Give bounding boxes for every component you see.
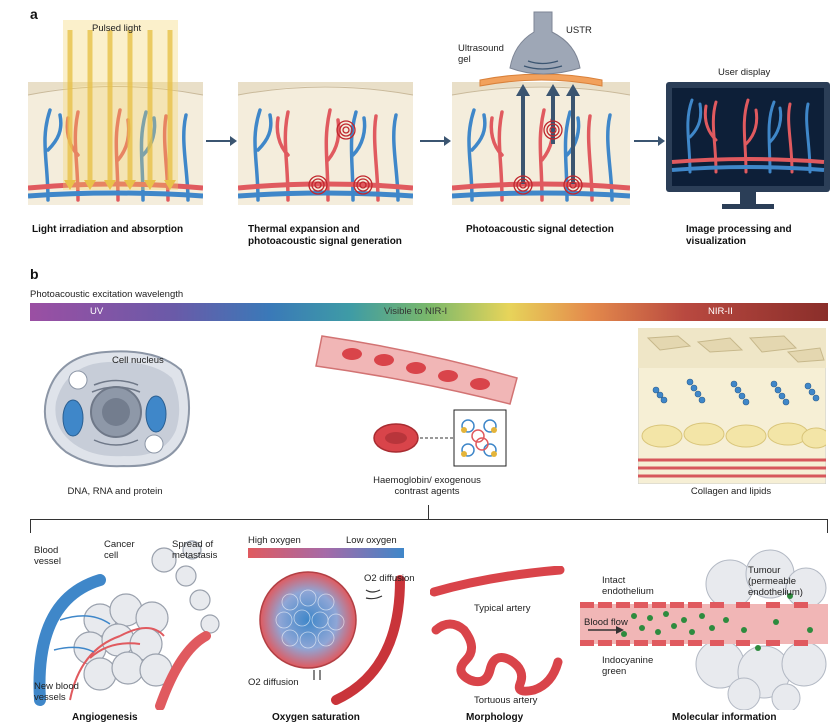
new-vessels-label: New blood vessels: [34, 681, 79, 703]
o2-diffusion-bottom-label: O2 diffusion: [248, 677, 299, 688]
connector-right-tick: [827, 519, 828, 533]
thermal-expansion-illustration: [238, 82, 413, 205]
arrow-head: [444, 136, 451, 146]
molecular-illustration: [580, 549, 828, 710]
typical-artery-label: Typical artery: [474, 603, 531, 614]
signal-detection-illustration: [452, 11, 630, 205]
icg-label: Indocyanine green: [602, 655, 654, 677]
spread-label: Spread of metastasis: [172, 539, 218, 561]
oxygen-saturation-illustration: [259, 571, 405, 705]
arrow-step3-to-4: [634, 140, 660, 142]
arrow-head: [658, 136, 665, 146]
morphology-caption: Morphology: [466, 712, 524, 723]
tissue-caption: Collagen and lipids: [690, 486, 772, 497]
morphology-illustration: [430, 566, 565, 696]
connector-vertical: [428, 505, 429, 519]
user-display-label: User display: [718, 67, 771, 78]
connector-left-tick: [30, 519, 31, 533]
panel-b-letter: b: [30, 266, 39, 282]
blood-caption: Haemoglobin/ exogenous contrast agents: [373, 475, 481, 497]
low-oxygen-label: Low oxygen: [346, 535, 397, 546]
blood-vessel-illustration: [315, 335, 518, 467]
wavelength-title: Photoacoustic excitation wavelength: [30, 289, 184, 300]
intact-endothelium-label: Intact endothelium: [602, 575, 654, 597]
oxygen-gradient-bar: [248, 548, 404, 558]
light-irradiation-illustration: [28, 20, 203, 205]
tissue-layers-illustration: [638, 328, 826, 484]
tumour-label: Tumour (permeable endothelium): [748, 565, 803, 598]
wavelength-spectrum-bar: [30, 303, 828, 321]
tortuous-artery-label: Tortuous artery: [474, 695, 538, 706]
pulsed-light-label: Pulsed light: [92, 23, 142, 34]
cancer-cell-label: Cancer cell: [104, 539, 135, 561]
cell-nucleus-label: Cell nucleus: [112, 355, 164, 366]
ultrasound-gel-label: Ultrasound gel: [458, 43, 504, 65]
uv-band-label: UV: [90, 306, 104, 317]
oxygen-caption: Oxygen saturation: [272, 712, 360, 723]
ustr-label: USTR: [566, 25, 592, 36]
step3-caption: Photoacoustic signal detection: [466, 224, 614, 235]
panel-a-letter: a: [30, 6, 38, 22]
visible-band-label: Visible to NIR-I: [384, 306, 448, 317]
angiogenesis-caption: Angiogenesis: [72, 712, 138, 723]
step1-caption: Light irradiation and absorption: [32, 224, 184, 235]
cell-illustration: [44, 350, 190, 468]
angiogenesis-illustration: [33, 540, 220, 710]
o2-diffusion-top-label: O2 diffusion: [364, 573, 415, 584]
cell-caption: DNA, RNA and protein: [67, 486, 163, 497]
molecular-caption: Molecular information: [672, 712, 777, 723]
connector-horizontal: [30, 519, 828, 520]
blood-flow-label: Blood flow: [584, 617, 628, 628]
step2-caption: Thermal expansion and photoacoustic sign…: [248, 224, 402, 247]
step4-caption: Image processing and visualization: [686, 224, 792, 247]
arrow-head: [230, 136, 237, 146]
blood-vessel-label: Blood vessel: [34, 545, 61, 567]
arrow-step2-to-3: [420, 140, 446, 142]
nir2-band-label: NIR-II: [708, 306, 733, 317]
arrow-step1-to-2: [206, 140, 232, 142]
monitor-illustration: [666, 82, 830, 209]
high-oxygen-label: High oxygen: [248, 535, 301, 546]
